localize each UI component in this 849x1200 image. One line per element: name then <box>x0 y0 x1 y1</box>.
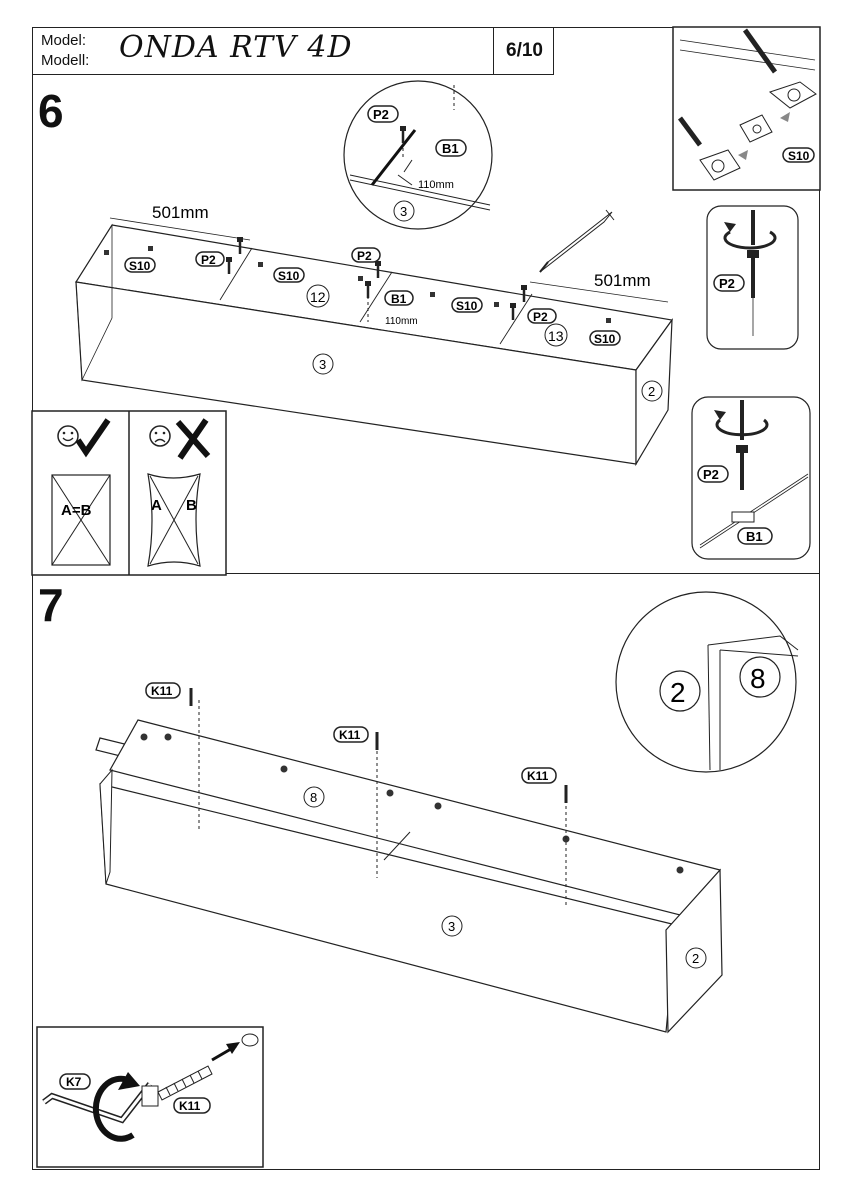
cross-icon <box>175 418 211 460</box>
step-divider <box>32 573 820 574</box>
pencil-icon <box>539 209 615 273</box>
square-check-panel: A=B A B <box>31 410 227 576</box>
ref-8: 8 <box>310 790 317 805</box>
label-a-equals-b: A=B <box>61 502 92 519</box>
model-label: Model: <box>41 32 87 49</box>
dim-110-small: 110mm <box>385 316 418 327</box>
model-name: ONDA RTV 4D <box>119 30 353 65</box>
label-s10-3: S10 <box>456 299 478 313</box>
step6-labels: S10 P2 S10 P2 B1 S10 P2 S10 12 13 3 2 <box>124 247 663 402</box>
label-b1: B1 <box>442 141 459 156</box>
label-s10-4: S10 <box>594 332 616 346</box>
label-k11-detail: K11 <box>179 1099 201 1113</box>
smiley-icon <box>57 425 79 447</box>
sad-face-icon <box>149 425 171 447</box>
header-box: Model: Modell: ONDA RTV 4D 6/10 <box>32 27 554 75</box>
checkmark-icon <box>75 418 111 458</box>
detail-circle-corner: 2 8 <box>615 591 799 773</box>
step-6-number: 6 <box>38 85 64 137</box>
cabinet-step6: 110mm <box>75 223 674 467</box>
label-s10-cam: S10 <box>788 149 810 163</box>
label-b1-1: B1 <box>391 292 407 306</box>
detail-box-cam: S10 <box>672 26 821 191</box>
label-b: B <box>186 497 197 514</box>
ref-8-detail: 8 <box>750 663 766 694</box>
label-s10-1: S10 <box>129 259 151 273</box>
cabinet-step7 <box>95 688 723 1034</box>
detail-box-allen-key: K7 K11 <box>36 1026 264 1168</box>
page-number: 6/10 <box>493 28 555 74</box>
step7-labels: K11 K11 K11 8 3 2 <box>145 682 707 969</box>
step-7-number: 7 <box>38 579 64 631</box>
label-k11-1: K11 <box>151 684 173 698</box>
label-p2-1: P2 <box>201 253 216 267</box>
label-p2-3: P2 <box>533 310 548 324</box>
detail-circle-b1: 110mm P2 B1 3 <box>343 80 493 230</box>
label-p2: P2 <box>373 107 389 122</box>
label-k11-3: K11 <box>527 769 549 783</box>
modell-label: Modell: <box>41 52 90 69</box>
ref-2-step7: 2 <box>692 951 699 966</box>
ref-3: 3 <box>319 357 326 372</box>
label-s10-2: S10 <box>278 269 300 283</box>
label-p2-r1: P2 <box>719 276 735 291</box>
ref-2: 2 <box>648 384 655 399</box>
label-k7: K7 <box>66 1075 82 1089</box>
ref-12: 12 <box>310 289 326 305</box>
detail-box-p2-screw: P2 <box>706 205 799 350</box>
ref-3-detail: 3 <box>400 204 407 219</box>
dim-left: 501mm <box>152 203 209 222</box>
label-a: A <box>151 497 162 514</box>
ref-13: 13 <box>548 328 564 344</box>
label-b1-r: B1 <box>746 529 763 544</box>
dim-right: 501mm <box>594 271 651 290</box>
detail-box-p2-b1: P2 B1 <box>691 396 811 560</box>
ref-3-step7: 3 <box>448 919 455 934</box>
ref-2-detail: 2 <box>670 677 686 708</box>
label-p2-2: P2 <box>357 249 372 263</box>
label-k11-2: K11 <box>339 728 361 742</box>
label-p2-r2: P2 <box>703 467 719 482</box>
dim-110-detail: 110mm <box>418 179 454 191</box>
